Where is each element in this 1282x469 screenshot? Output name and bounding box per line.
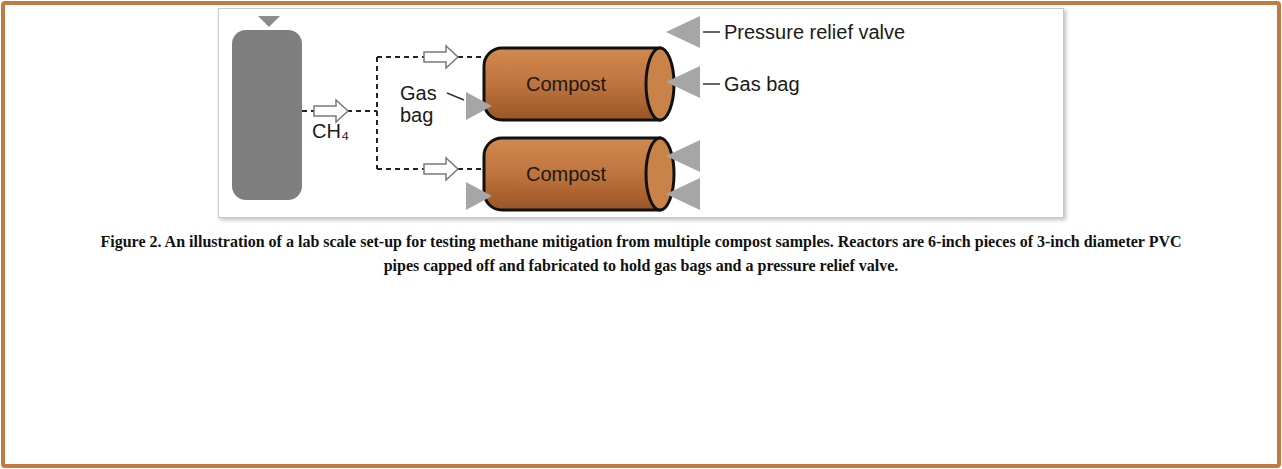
part-label: Gas bag [724,73,800,95]
gas-cylinder [232,30,302,200]
flow-arrow [314,46,458,180]
reactor-label-area: Compost [486,50,646,118]
cylinder-valve [258,16,280,27]
leader-line [447,32,720,100]
fitting-symbol [466,16,700,210]
part-label: Gas bag [400,82,446,126]
part-label: Pressure relief valve [724,21,905,43]
compost-reactor [484,138,674,210]
compost-reactor [484,48,674,120]
reactor-text: Compost [526,163,606,186]
gas-formula: CH₄ [312,120,349,142]
gas-line [302,57,486,169]
reactor-label-area: Compost [486,140,646,208]
figure-caption: Figure 2. An illustration of a lab scale… [96,230,1186,278]
reactor-text: Compost [526,73,606,96]
